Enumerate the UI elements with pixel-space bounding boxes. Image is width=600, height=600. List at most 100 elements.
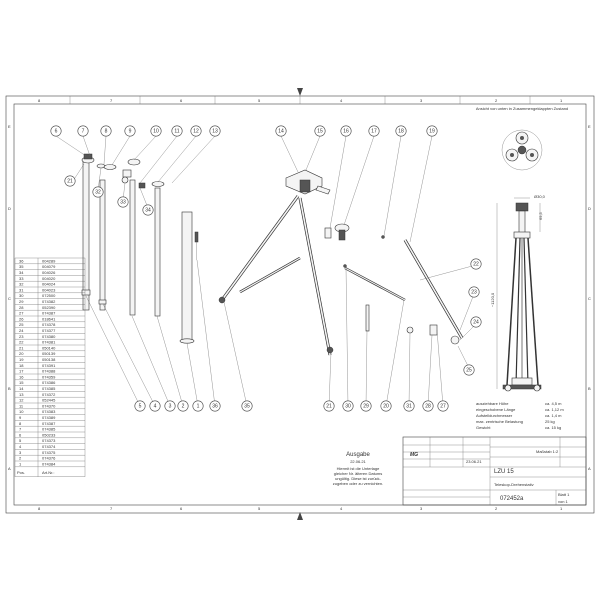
parts-row-pos: 17	[19, 369, 24, 374]
callout-number: 20	[383, 404, 389, 410]
parts-row-pos: 20	[19, 351, 24, 356]
parts-row-pos: 7	[19, 427, 22, 432]
parts-row-pos: 18	[19, 363, 24, 368]
title-block: MG 23.06.21 Maßstab 1:2 LZU 15 Teleskop-…	[402, 436, 587, 506]
parts-row-pos: 32	[19, 282, 24, 287]
title-scale: Maßstab 1:2	[536, 449, 559, 454]
zone-top-5: 5	[258, 98, 261, 103]
svg-text:1: 1	[560, 506, 563, 511]
parts-row-art: 074386	[42, 380, 56, 385]
callout-bubble: 21	[64, 175, 76, 187]
callout-bubble: 17	[368, 125, 380, 137]
parts-row-art: 018641	[42, 316, 56, 321]
zone-labels-bottom: 8 7 6 5 4 3 2 1	[38, 506, 563, 511]
parts-row-art: 074374	[42, 444, 56, 449]
callout-bubble: 7	[77, 125, 89, 137]
svg-text:gleicher Nr. älteren Datums: gleicher Nr. älteren Datums	[334, 471, 382, 476]
parts-row-pos: 1	[19, 461, 22, 466]
callout-bubble: 12	[190, 125, 202, 137]
callout-number: 21	[326, 404, 332, 410]
parts-row-art: 050233	[42, 432, 56, 437]
callout-bubble: 3	[164, 400, 176, 412]
callout-number: 17	[371, 129, 377, 135]
callout-bubble: 25	[463, 364, 475, 376]
parts-row-pos: 26	[19, 316, 24, 321]
dim-total-height: ~1120,0	[490, 292, 495, 307]
sheet-number: Blatt 1	[558, 492, 570, 497]
callout-bubble: 10	[150, 125, 162, 137]
parts-row-pos: 9	[19, 415, 22, 420]
svg-text:A: A	[588, 466, 591, 471]
parts-row-pos: 11	[19, 403, 24, 408]
callout-bubble: 8	[100, 125, 112, 137]
callout-number: 28	[425, 404, 431, 410]
zone-top-3: 3	[420, 98, 423, 103]
svg-text:B: B	[588, 386, 591, 391]
callout-bubble: 11	[171, 125, 183, 137]
parts-row-pos: 30	[19, 293, 24, 298]
spec-value: ca. 1,12 m	[545, 407, 564, 412]
parts-row-art: 074376	[42, 456, 56, 461]
svg-text:2: 2	[495, 506, 498, 511]
center-mark-top-icon	[297, 88, 303, 96]
callout-number: 7	[82, 129, 85, 135]
callout-bubble: 27	[437, 400, 449, 412]
zone-labels-left: E D C B A	[8, 124, 11, 471]
parts-row-art: 074387	[42, 311, 56, 316]
bottom-view-note: Ansicht von unten in Zusammengeklappten …	[476, 106, 568, 111]
callout-bubble: 6	[50, 125, 62, 137]
parts-row-art: 004026	[42, 270, 56, 275]
callout-number: 27	[440, 404, 446, 410]
parts-row-art: 004079	[42, 264, 56, 269]
callout-bubble: 30	[342, 400, 354, 412]
callout-number: 32	[95, 190, 101, 196]
callout-number: 14	[278, 129, 284, 135]
parts-row-art: 050139	[42, 351, 56, 356]
parts-row-art: 074391	[42, 363, 56, 368]
parts-row-art: 074378	[42, 322, 56, 327]
svg-text:A: A	[8, 466, 11, 471]
svg-text:C: C	[8, 296, 11, 301]
assembled-side-view: Ø30,0 69,5 ~1120,0	[490, 194, 546, 392]
callout-number: 16	[343, 129, 349, 135]
callout-number: 1	[197, 404, 200, 410]
company-logo: MG	[410, 452, 418, 458]
parts-row-pos: 23	[19, 334, 24, 339]
parts-row-pos: 15	[19, 380, 24, 385]
callout-number: 8	[105, 129, 108, 135]
tripod-head	[285, 169, 331, 195]
parts-row-pos: 4	[19, 444, 22, 449]
callout-number: 6	[55, 129, 58, 135]
callout-number: 2	[182, 404, 185, 410]
callout-bubble: 31	[403, 400, 415, 412]
parts-row-art: 074388	[42, 369, 56, 374]
spec-value: ca. 4,5 m	[545, 401, 562, 406]
parts-row-art: 074380	[42, 334, 56, 339]
zone-top-2: 2	[495, 98, 498, 103]
zone-labels-top: 8 7 6 5 4 3 2 1	[38, 96, 563, 104]
svg-text:4: 4	[340, 506, 343, 511]
dim-diameter: Ø30,0	[534, 194, 546, 199]
callout-bubble: 36	[209, 400, 221, 412]
svg-text:6: 6	[180, 506, 183, 511]
parts-header-pos: Pos.	[17, 470, 25, 475]
callout-number: 12	[193, 129, 199, 135]
title-date: 23.06.21	[466, 459, 482, 464]
callout-bubble: 9	[124, 125, 136, 137]
parts-row-art: 074387	[42, 421, 56, 426]
parts-row-art: 052390	[42, 305, 56, 310]
bottom-view	[501, 129, 543, 171]
leader-lines	[55, 135, 477, 407]
svg-text:C: C	[588, 296, 591, 301]
callout-bubble: 20	[380, 400, 392, 412]
callout-bubble: 1	[192, 400, 204, 412]
parts-row-pos: 34	[19, 270, 24, 275]
parts-row-pos: 2	[19, 456, 22, 461]
callout-bubble: 24	[470, 316, 482, 328]
callout-number: 13	[212, 129, 218, 135]
parts-row-pos: 16	[19, 374, 24, 379]
callout-bubble: 28	[422, 400, 434, 412]
parts-row-pos: 31	[19, 287, 24, 292]
callout-number: 4	[154, 404, 157, 410]
